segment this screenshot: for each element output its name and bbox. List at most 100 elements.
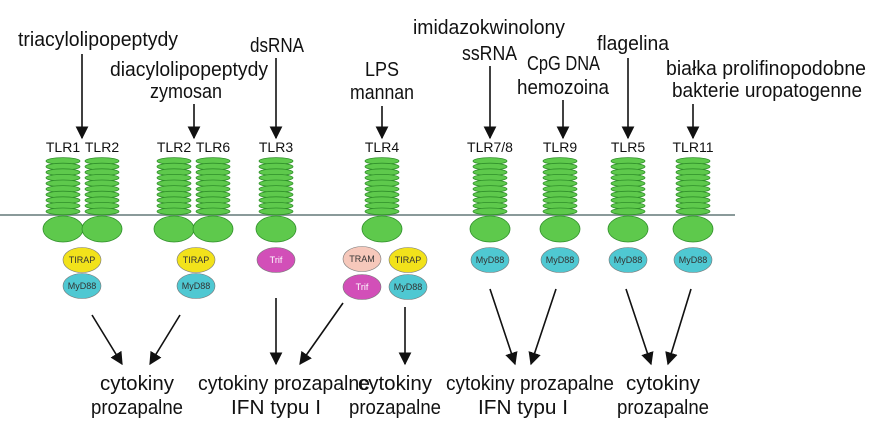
receptor-label: TLR11: [673, 139, 714, 155]
adaptor-myd88: MyD88: [673, 247, 713, 273]
leucine-rich-repeat: [258, 207, 294, 216]
outcome-cytokines-5: cytokiny: [626, 373, 700, 395]
ligand-uropathogenic-bacteria: bakterie uropatogenne: [672, 80, 862, 102]
myd88-shape: [176, 273, 216, 299]
ligand-lps: LPS: [365, 59, 399, 81]
leucine-rich-repeat: [610, 207, 646, 216]
myd88-label: MyD88: [68, 281, 97, 291]
tram-shape: [342, 246, 382, 272]
tir-domain: [672, 215, 714, 243]
receptor-tlr1: TLR1: [42, 139, 84, 243]
adaptor-myd88: MyD88: [470, 247, 510, 273]
adaptor-myd88: MyD88: [176, 273, 216, 299]
receptor-label: TLR9: [543, 139, 577, 155]
myd88-label: MyD88: [394, 282, 423, 292]
tirap-label: TIRAP: [183, 255, 210, 265]
trif-shape: [256, 247, 296, 273]
adaptor-tram: TRAM: [342, 246, 382, 272]
adaptor-myd88: MyD88: [540, 247, 580, 273]
receptor-label: TLR4: [365, 139, 399, 155]
trif-label: Trif: [270, 255, 283, 265]
signal-arrow: [625, 288, 654, 366]
trif-shape: [342, 274, 382, 300]
leucine-rich-repeat: [675, 207, 711, 216]
signal-arrow: [528, 288, 557, 366]
signal-arrow: [91, 314, 123, 366]
ligand-dsrna: dsRNA: [250, 35, 305, 57]
outcome-cytokines-proinflammatory-4: cytokiny prozapalne: [446, 373, 614, 395]
leucine-rich-repeat: [84, 207, 120, 216]
ligand-flagellin: flagelina: [597, 33, 670, 55]
tir-domain: [361, 215, 403, 243]
adaptor-trif: Trif: [256, 247, 296, 273]
tir-domain: [255, 215, 297, 243]
tir-domain: [42, 215, 84, 243]
receptor-tlr2: TLR2: [153, 139, 195, 243]
receptor-label: TLR7/8: [467, 139, 513, 155]
adaptor-tirap: TIRAP: [62, 247, 102, 273]
tirap-label: TIRAP: [69, 255, 96, 265]
tram-label: TRAM: [349, 254, 375, 264]
receptor-label: TLR2: [85, 139, 119, 155]
myd88-label: MyD88: [614, 255, 643, 265]
adaptor-myd88: MyD88: [62, 273, 102, 299]
trif-label: Trif: [356, 282, 369, 292]
outcome-proinflammatory-1: prozapalne: [91, 397, 183, 419]
myd88-shape: [608, 247, 648, 273]
tirap-shape: [388, 247, 428, 273]
tir-domain: [153, 215, 195, 243]
outcome-ifn-type-1-2: IFN typu I: [231, 397, 321, 419]
signal-arrow: [489, 288, 518, 366]
receptor-tlr9: TLR9: [539, 139, 581, 243]
adaptor-tirap: TIRAP: [176, 247, 216, 273]
receptor-label: TLR5: [611, 139, 645, 155]
myd88-shape: [388, 274, 428, 300]
myd88-shape: [540, 247, 580, 273]
tirap-label: TIRAP: [395, 255, 422, 265]
myd88-shape: [673, 247, 713, 273]
receptor-tlr11: TLR11: [672, 139, 714, 243]
tir-domain: [469, 215, 511, 243]
receptor-label: TLR6: [196, 139, 230, 155]
signal-arrow: [299, 302, 344, 366]
tir-domain: [607, 215, 649, 243]
leucine-rich-repeat: [472, 207, 508, 216]
outcome-proinflammatory-3: prozapalne: [349, 397, 441, 419]
receptor-tlr5: TLR5: [607, 139, 649, 243]
receptor-tlr3: TLR3: [255, 139, 297, 243]
receptor-tlr7-8: TLR7/8: [467, 139, 513, 243]
ligand-mannan: mannan: [350, 82, 414, 104]
ligand-imidazoquinolines: imidazokwinolony: [413, 17, 565, 39]
tir-domain: [81, 215, 123, 243]
adaptor-trif: Trif: [342, 274, 382, 300]
leucine-rich-repeat: [156, 207, 192, 216]
tirap-shape: [62, 247, 102, 273]
signal-arrow: [149, 314, 181, 366]
ligand-zymosan: zymosan: [150, 81, 222, 103]
myd88-label: MyD88: [476, 255, 505, 265]
adaptor-tirap: TIRAP: [388, 247, 428, 273]
leucine-rich-repeat: [45, 207, 81, 216]
outcome-cytokines-3: cytokiny: [358, 373, 432, 395]
ligand-ssrna: ssRNA: [462, 43, 518, 65]
receptor-label: TLR2: [157, 139, 191, 155]
tirap-shape: [176, 247, 216, 273]
ligand-hemozoin: hemozoina: [517, 77, 610, 99]
receptor-tlr4: TLR4: [361, 139, 403, 243]
ligand-triacylolipopeptides: triacylolipopeptydy: [18, 29, 178, 51]
outcome-proinflammatory-5: prozapalne: [617, 397, 709, 419]
myd88-label: MyD88: [679, 255, 708, 265]
signal-arrow: [665, 288, 692, 366]
tir-domain: [539, 215, 581, 243]
outcome-cytokines-1: cytokiny: [100, 373, 174, 395]
leucine-rich-repeat: [195, 207, 231, 216]
outcome-ifn-type-1-4: IFN typu I: [478, 397, 568, 419]
receptor-label: TLR1: [46, 139, 80, 155]
ligand-cpg-dna: CpG DNA: [527, 53, 601, 75]
receptor-label: TLR3: [259, 139, 293, 155]
receptor-tlr2: TLR2: [81, 139, 123, 243]
ligand-profilin-like-proteins: białka prolifinopodobne: [666, 58, 866, 80]
receptor-tlr6: TLR6: [192, 139, 234, 243]
